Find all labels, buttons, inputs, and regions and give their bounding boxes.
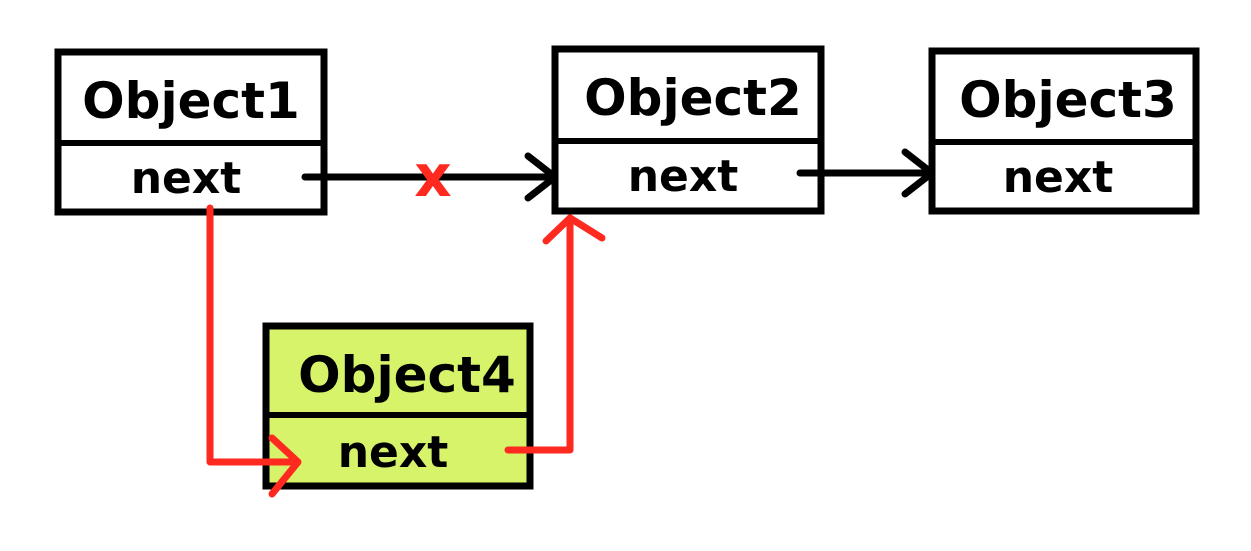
node-object3: Object3 next [928, 47, 1200, 215]
node-object4: Object4 next [262, 322, 534, 490]
link-object4-to-object2 [504, 214, 606, 454]
node-object4-box [262, 322, 534, 490]
link-object2-to-object3 [796, 148, 936, 198]
node-object2-title: Object2 [584, 69, 802, 127]
node-object2-field: next [628, 151, 739, 202]
node-object3-title: Object3 [959, 71, 1177, 129]
link-object1-to-object4 [206, 204, 302, 498]
arrowhead-icon [542, 214, 606, 245]
link-object1-to-object2: x [301, 142, 559, 210]
node-object3-field: next [1003, 152, 1114, 203]
node-object2: Object2 next [551, 45, 825, 215]
node-object1-box [54, 48, 328, 216]
node-object1: Object1 next [54, 48, 328, 216]
removed-mark-icon: x [414, 142, 451, 210]
node-object4-field: next [338, 427, 449, 478]
node-object1-title: Object1 [82, 72, 300, 130]
link-object4-to-object2-line [504, 214, 574, 454]
arrowhead-icon [901, 148, 936, 198]
arrowhead-icon [524, 152, 559, 202]
node-object2-box [551, 45, 825, 215]
link-object1-to-object4-line [206, 204, 300, 466]
node-object4-title: Object4 [298, 346, 516, 404]
node-object1-field: next [131, 153, 242, 204]
arrowhead-icon [268, 434, 302, 498]
node-object3-box [928, 47, 1200, 215]
